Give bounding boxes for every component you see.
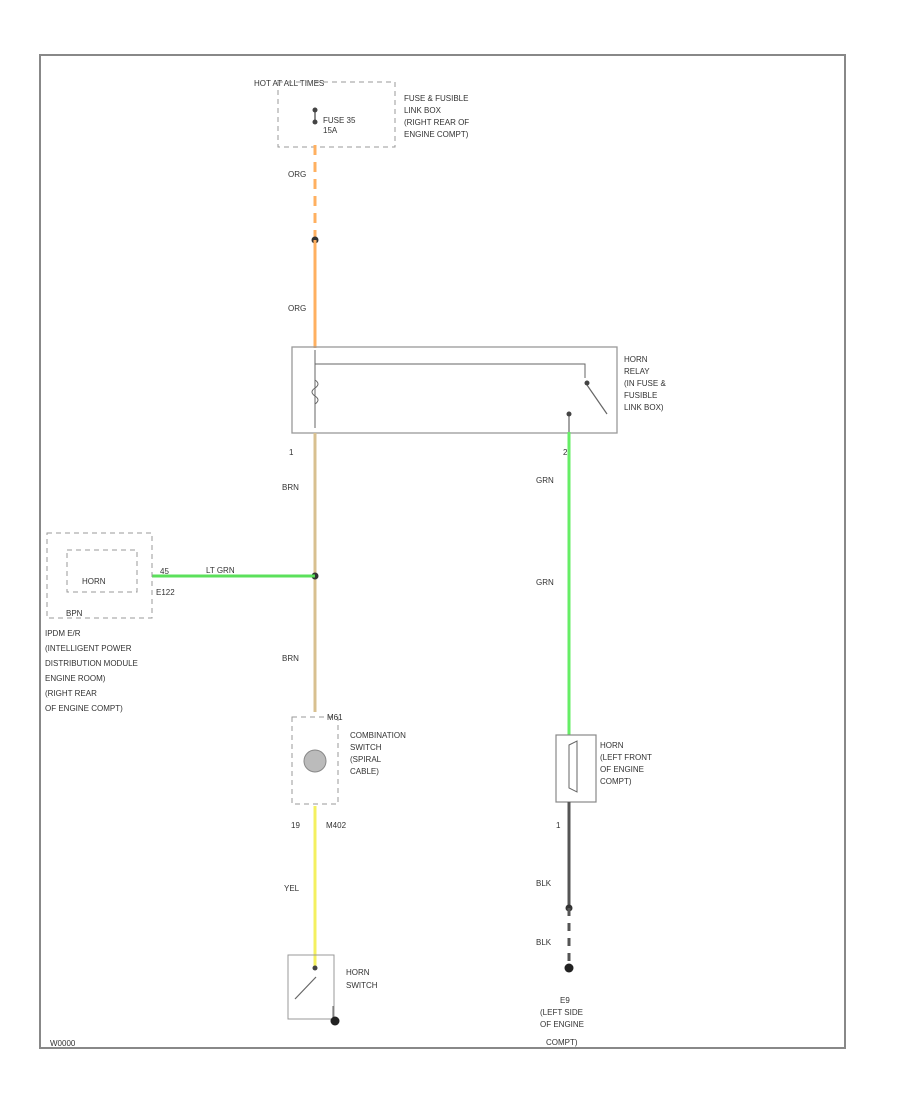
combo-conn-top: M61 bbox=[327, 713, 343, 722]
horn-pin-bottom: 1 bbox=[556, 821, 561, 830]
horn-icon bbox=[568, 740, 578, 793]
horn-label-2: (LEFT FRONT bbox=[600, 753, 652, 762]
wire-label-org-2: ORG bbox=[288, 304, 306, 313]
header-text: HOT AT ALL TIMES bbox=[254, 79, 324, 88]
ipdm-label-5: (RIGHT REAR bbox=[45, 689, 97, 698]
ipdm-label-2: (INTELLIGENT POWER bbox=[45, 644, 132, 653]
horn-box bbox=[555, 734, 597, 803]
ipdm-horn-box bbox=[66, 549, 138, 593]
footer-code: W0000 bbox=[50, 1039, 76, 1048]
relay-label-5: LINK BOX) bbox=[624, 403, 664, 412]
ground-label-4: COMPT) bbox=[546, 1038, 578, 1047]
wire-label-brn-2: BRN bbox=[282, 654, 299, 663]
ipdm-label-4: ENGINE ROOM) bbox=[45, 674, 106, 683]
relay-contact-point bbox=[566, 411, 572, 417]
fuse-box-line-4: ENGINE COMPT) bbox=[404, 130, 469, 139]
ipdm-label-1: IPDM E/R bbox=[45, 629, 81, 638]
horn-switch-label-1: HORN bbox=[346, 968, 370, 977]
horn-switch-contact bbox=[312, 965, 318, 971]
wire-label-grn-1: GRN bbox=[536, 476, 554, 485]
fuse-box-line-2: LINK BOX bbox=[404, 106, 442, 115]
combo-pin-bottom: 19 bbox=[291, 821, 300, 830]
spiral-cable-icon bbox=[303, 749, 327, 773]
relay-label-2: RELAY bbox=[624, 367, 650, 376]
horn-switch-ground-icon bbox=[330, 1016, 340, 1026]
horn-switch-lever bbox=[294, 976, 317, 1000]
horn-switch-label-2: SWITCH bbox=[346, 981, 378, 990]
relay-pivot bbox=[584, 380, 590, 386]
combo-label-2: SWITCH bbox=[350, 743, 382, 752]
horn-label-1: HORN bbox=[600, 741, 624, 750]
fuse-35 bbox=[312, 107, 318, 125]
relay-coil bbox=[311, 350, 586, 428]
ipdm-box bbox=[46, 532, 153, 619]
diagram-frame bbox=[39, 54, 846, 1049]
ipdm-connector: E122 bbox=[156, 588, 175, 597]
wire-label-lt-grn: LT GRN bbox=[206, 566, 235, 575]
fuse-box-outline bbox=[277, 81, 396, 148]
horn-label-4: COMPT) bbox=[600, 777, 632, 786]
combination-switch-box bbox=[291, 716, 339, 805]
relay-label-3: (IN FUSE & bbox=[624, 379, 666, 388]
wire-label-blk-2: BLK bbox=[536, 938, 552, 947]
combo-label-3: (SPIRAL bbox=[350, 755, 382, 764]
ipdm-horn-label: HORN bbox=[82, 577, 106, 586]
combo-label-1: COMBINATION bbox=[350, 731, 406, 740]
fuse-box-line-1: FUSE & FUSIBLE bbox=[404, 94, 468, 103]
ipdm-pin: 45 bbox=[160, 567, 169, 576]
ground-icon bbox=[564, 963, 574, 973]
wire-label-grn-2: GRN bbox=[536, 578, 554, 587]
wire-label-brn-1: BRN bbox=[282, 483, 299, 492]
combo-conn-bottom: M402 bbox=[326, 821, 347, 830]
wire-label-yel: YEL bbox=[284, 884, 300, 893]
ipdm-label-3: DISTRIBUTION MODULE bbox=[45, 659, 138, 668]
horn-label-3: OF ENGINE bbox=[600, 765, 644, 774]
combo-label-4: CABLE) bbox=[350, 767, 379, 776]
relay-label-1: HORN bbox=[624, 355, 648, 364]
ipdm-label-6: OF ENGINE COMPT) bbox=[45, 704, 123, 713]
ipdm-bpn: BPN bbox=[66, 609, 83, 618]
relay-label-4: FUSIBLE bbox=[624, 391, 657, 400]
ground-label-2: (LEFT SIDE bbox=[540, 1008, 583, 1017]
relay-pin-2: 2 bbox=[563, 448, 568, 457]
relay-contact bbox=[568, 384, 608, 432]
ground-label-1: E9 bbox=[560, 996, 570, 1005]
horn-relay-box bbox=[291, 346, 618, 434]
fuse-rating: 15A bbox=[323, 126, 338, 135]
wire-label-org-1: ORG bbox=[288, 170, 306, 179]
fuse-name: FUSE 35 bbox=[323, 116, 356, 125]
horn-switch-box bbox=[287, 954, 335, 1020]
relay-pin-1: 1 bbox=[289, 448, 294, 457]
wire-label-blk-1: BLK bbox=[536, 879, 552, 888]
fuse-box-line-3: (RIGHT REAR OF bbox=[404, 118, 469, 127]
ground-label-3: OF ENGINE bbox=[540, 1020, 584, 1029]
